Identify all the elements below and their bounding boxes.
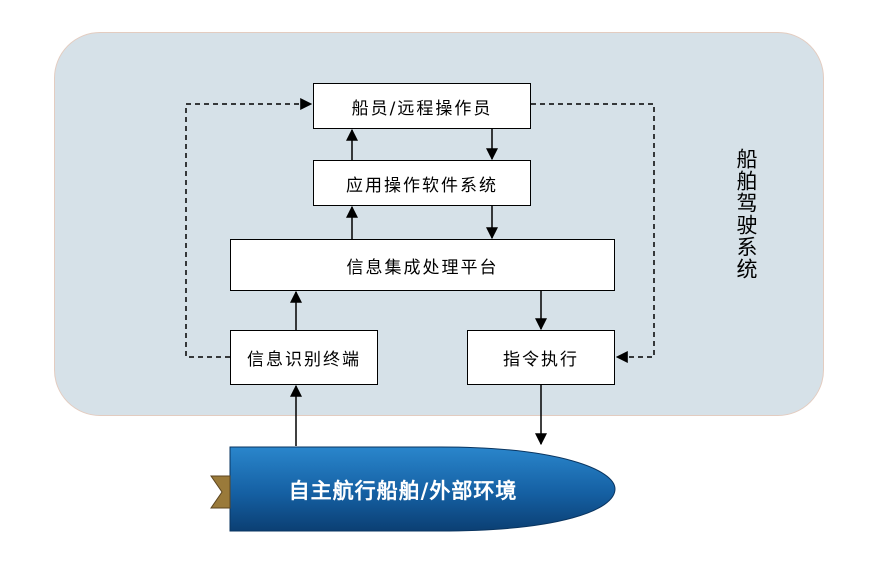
info-recognition-terminal-box: 信息识别终端 xyxy=(230,330,378,385)
app-software-system-box: 应用操作软件系统 xyxy=(313,160,531,206)
crew-remote-operator-box: 船员/远程操作员 xyxy=(313,83,531,129)
dashed-arrow-terminal-to-crew xyxy=(185,98,313,358)
ship-hull-shape xyxy=(229,446,616,532)
command-execution-box: 指令执行 xyxy=(467,330,615,385)
ship-stern-shape xyxy=(210,475,231,509)
system-side-label: 船舶驾驶系统 xyxy=(734,148,758,280)
dashed-arrow-crew-to-exec xyxy=(531,103,655,363)
ship-environment-label: 自主航行船舶/外部环境 xyxy=(288,479,518,503)
info-integration-platform-box: 信息集成处理平台 xyxy=(230,239,615,291)
